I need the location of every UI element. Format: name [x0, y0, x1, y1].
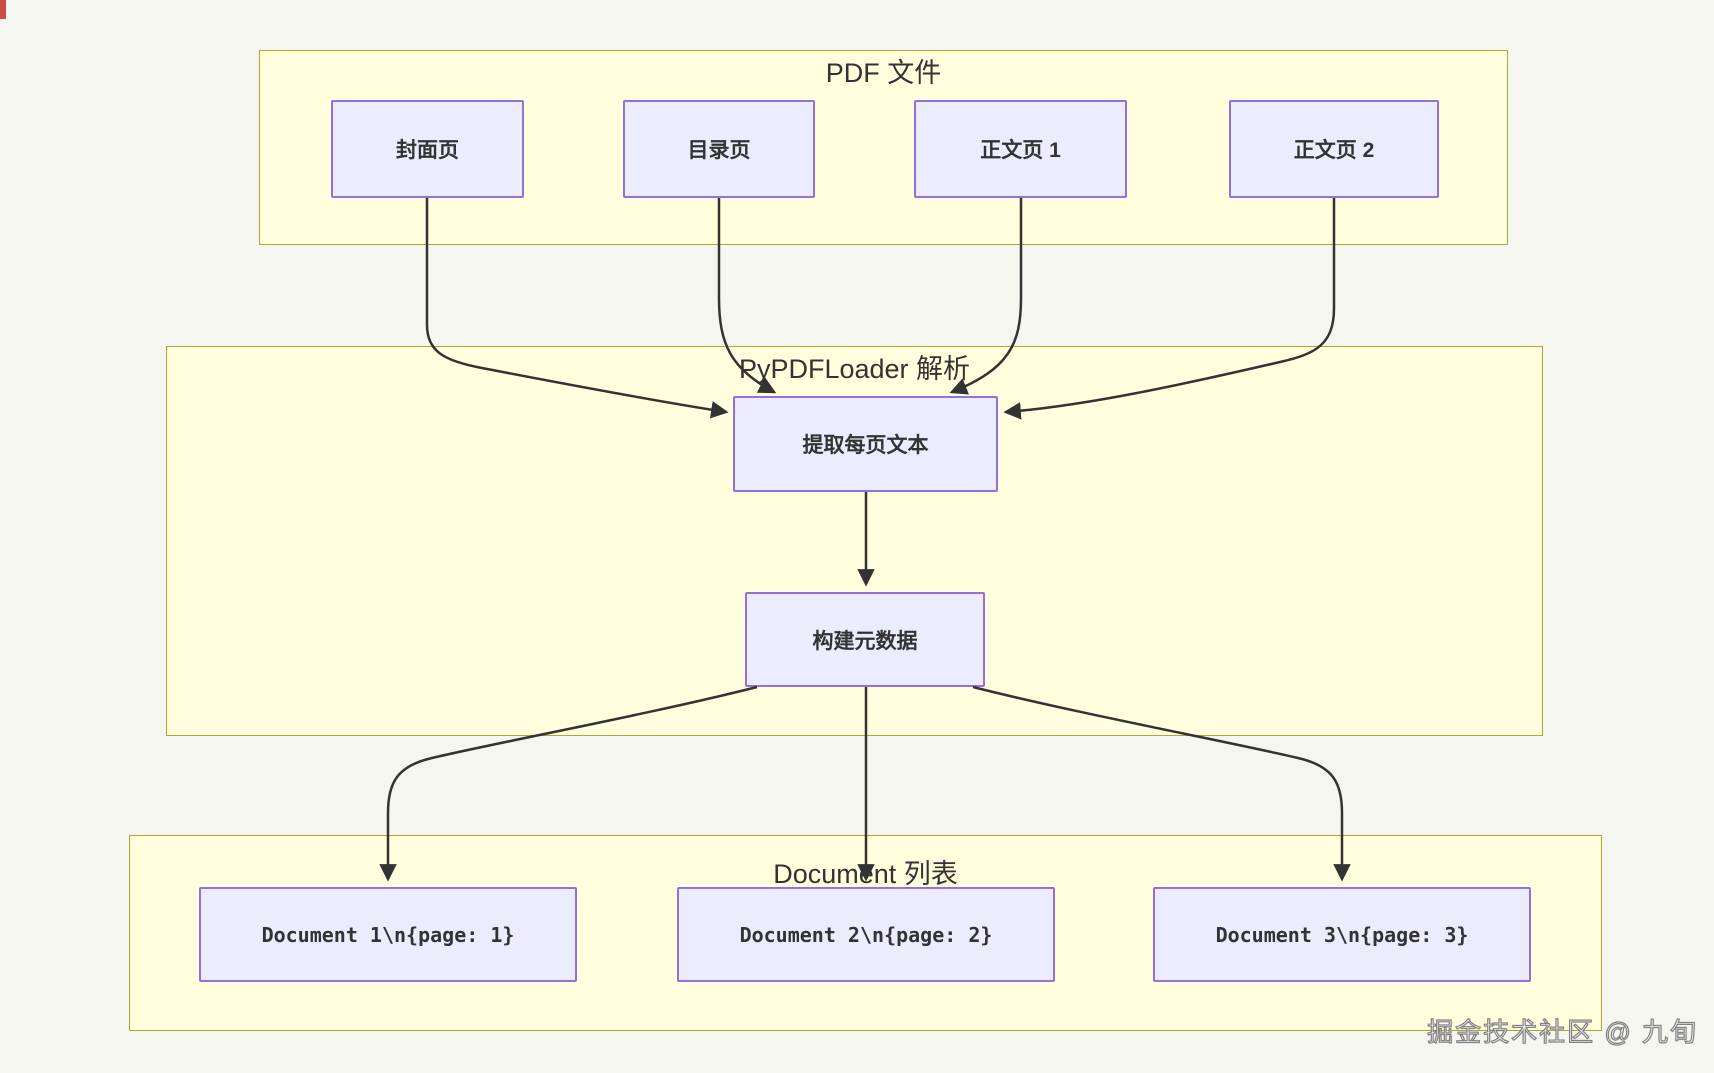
- node-cover-page: 封面页: [331, 100, 524, 198]
- group-pypdfloader-title: PyPDFLoader 解析: [738, 354, 971, 384]
- node-body-page-2: 正文页 2: [1229, 100, 1439, 198]
- screen-edge-artifact: [0, 0, 6, 19]
- group-document-list-title: Document 列表: [773, 859, 958, 889]
- node-document-3: Document 3\n{page: 3}: [1153, 887, 1531, 982]
- node-document-1: Document 1\n{page: 1}: [199, 887, 577, 982]
- node-build-metadata: 构建元数据: [745, 592, 985, 687]
- node-toc-page: 目录页: [623, 100, 815, 198]
- group-pdf-title: PDF 文件: [825, 58, 942, 88]
- node-extract-text: 提取每页文本: [733, 396, 998, 492]
- node-body-page-1: 正文页 1: [914, 100, 1127, 198]
- watermark-text: 掘金技术社区 @ 九旬: [1427, 1016, 1698, 1047]
- node-document-2: Document 2\n{page: 2}: [677, 887, 1055, 982]
